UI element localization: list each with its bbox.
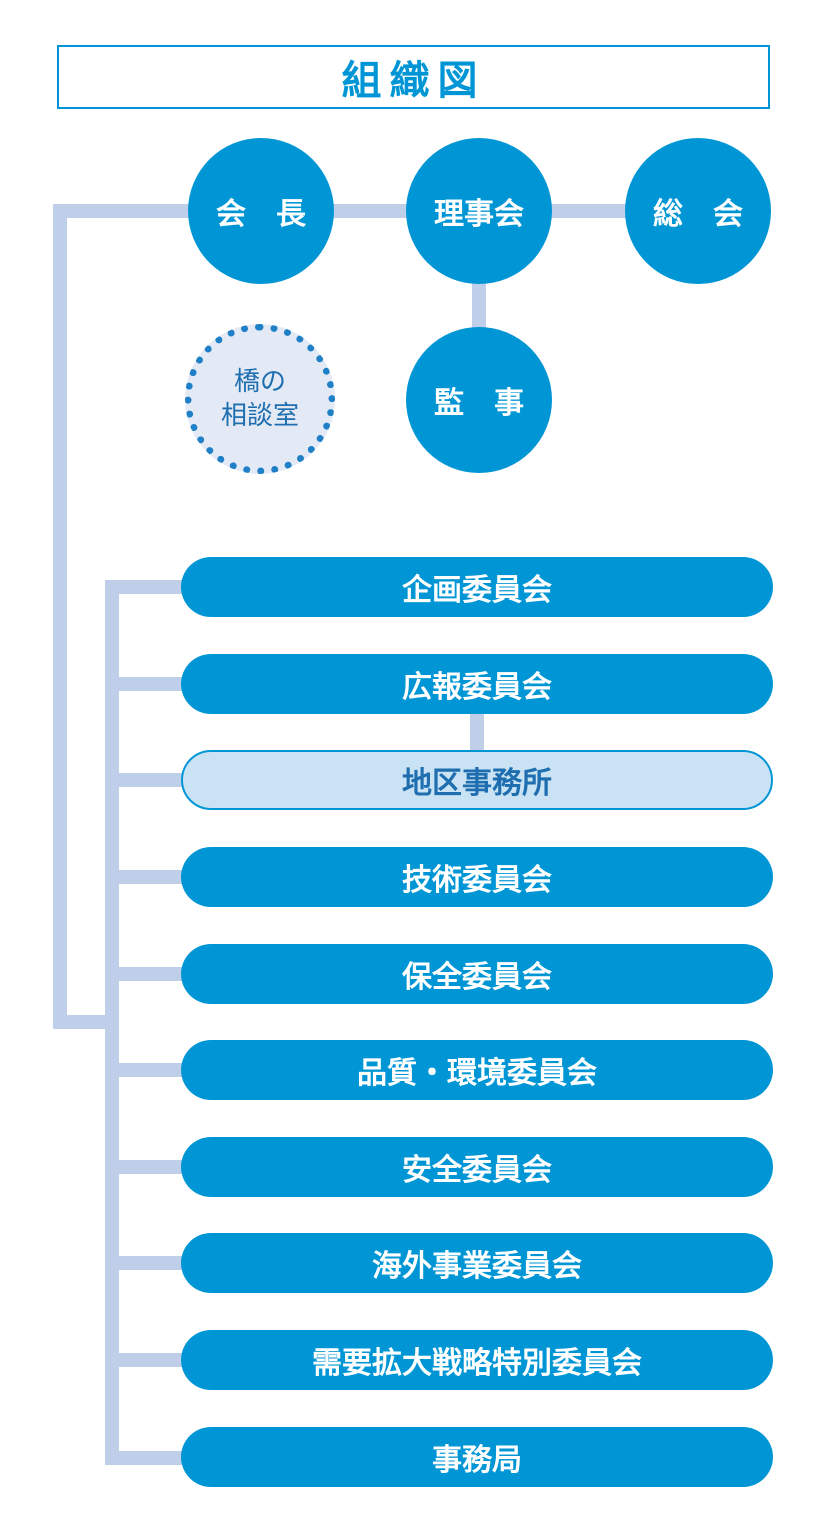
connector-board-assembly (548, 204, 628, 218)
connector-branch-2 (105, 677, 187, 691)
connector-branch-4 (105, 870, 187, 884)
general-assembly-node: 総 会 (625, 138, 771, 284)
connector-branch-1 (105, 580, 187, 594)
connector-left-bottom (53, 1015, 119, 1029)
connector-left-vertical (53, 204, 67, 1029)
committee-label: 広報委員会 (402, 670, 552, 705)
connector-left-top (53, 204, 193, 218)
committee-label: 事務局 (432, 1443, 522, 1478)
committee-label: 海外事業委員会 (372, 1249, 582, 1284)
committee-label: 企画委員会 (402, 573, 552, 608)
committee-label: 品質・環境委員会 (357, 1056, 597, 1091)
committee-label: 保全委員会 (402, 960, 552, 995)
page-title: 組織図 (341, 58, 486, 104)
connector-board-auditor (472, 280, 486, 332)
committee-planning: 企画委員会 (181, 557, 773, 617)
committee-demand-strategy: 需要拡大戦略特別委員会 (181, 1330, 773, 1390)
title-box: 組織図 (57, 45, 770, 109)
committee-quality-environment: 品質・環境委員会 (181, 1040, 773, 1100)
connector-branch-7 (105, 1160, 187, 1174)
consultation-room-line2: 相談室 (220, 401, 299, 431)
connector-branch-3 (105, 773, 187, 787)
auditor-node: 監 事 (406, 327, 552, 473)
committee-safety: 安全委員会 (181, 1137, 773, 1197)
connector-branch-5 (105, 967, 187, 981)
committee-label: 需要拡大戦略特別委員会 (312, 1346, 642, 1381)
secretariat: 事務局 (181, 1427, 773, 1487)
committee-public-relations: 広報委員会 (181, 654, 773, 714)
committee-technical: 技術委員会 (181, 847, 773, 907)
president-label: 会 長 (216, 197, 306, 232)
connector-branch-9 (105, 1353, 187, 1367)
connector-branch-6 (105, 1063, 187, 1077)
connector-branch-vertical (105, 580, 119, 1465)
president-node: 会 長 (188, 138, 334, 284)
committee-maintenance: 保全委員会 (181, 944, 773, 1004)
connector-president-board (330, 204, 410, 218)
consultation-room-line1: 橋の (233, 367, 286, 397)
general-assembly-label: 総 会 (653, 197, 743, 232)
consultation-room-text: 橋の 相談室 (221, 365, 299, 433)
district-office: 地区事務所 (181, 750, 773, 810)
board-label: 理事会 (434, 197, 524, 232)
board-node: 理事会 (406, 138, 552, 284)
connector-branch-8 (105, 1256, 187, 1270)
committee-overseas: 海外事業委員会 (181, 1233, 773, 1293)
connector-pr-district (470, 712, 484, 754)
connector-branch-10 (105, 1451, 187, 1465)
committee-label: 地区事務所 (402, 766, 552, 801)
auditor-label: 監 事 (434, 386, 524, 421)
committee-label: 技術委員会 (402, 863, 552, 898)
committee-label: 安全委員会 (402, 1153, 552, 1188)
consultation-room-node: 橋の 相談室 (185, 324, 335, 474)
